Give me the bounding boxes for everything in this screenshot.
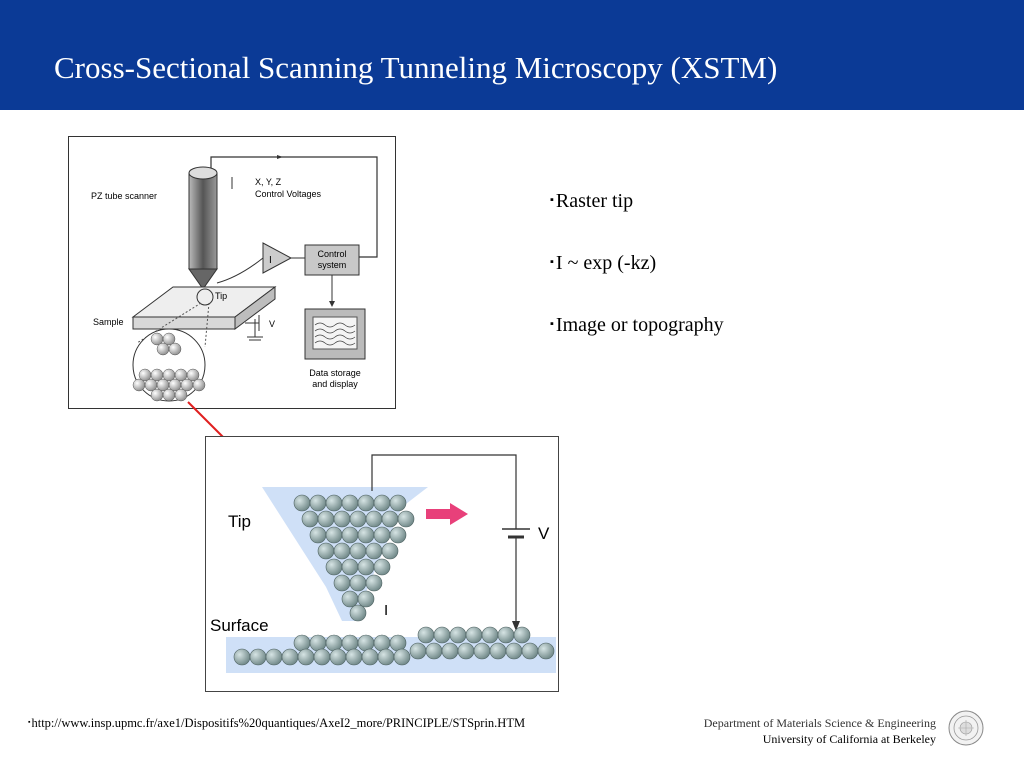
department-name: Department of Materials Science & Engine… [703, 716, 936, 730]
bullet-item: ▪Image or topography [550, 312, 970, 374]
bullet-text: Raster tip [555, 190, 634, 212]
source-url-text[interactable]: http://www.insp.upmc.fr/axe1/Dispositifs… [31, 716, 526, 730]
voltages-label-1: X, Y, Z [255, 177, 282, 187]
bullet-marker: ▪ [550, 318, 554, 330]
scanner-tip [188, 268, 218, 290]
amplifier-symbol [262, 242, 293, 274]
tip-surface-svg: V Tip Surface I [210, 454, 556, 673]
bias-label: V [269, 319, 275, 329]
stm-schematic-svg: PZ tube scanner X, Y, Z Control Voltages… [91, 155, 378, 402]
amplifier-label: I [269, 255, 272, 266]
wire-arrow [277, 155, 283, 159]
bullet-marker: ▪ [550, 256, 554, 268]
zoom-atoms [132, 332, 206, 402]
feedback-wire [210, 156, 378, 258]
tip-atoms [293, 494, 415, 622]
voltages-label-2: Control Voltages [255, 189, 322, 199]
scanner-label: PZ tube scanner [91, 191, 157, 201]
slide-title: Cross-Sectional Scanning Tunneling Micro… [54, 50, 778, 85]
storage-label-2: and display [312, 379, 358, 389]
title-bar: Cross-Sectional Scanning Tunneling Micro… [0, 0, 1024, 110]
sample-label: Sample [93, 317, 124, 327]
bullet-text: I ~ exp (-kz) [555, 252, 657, 274]
tip-label-2: Tip [228, 512, 251, 531]
scan-direction-arrow [426, 509, 450, 519]
control-label-1: Control [317, 249, 346, 259]
surface-atoms [233, 626, 555, 666]
bullet-item: ▪Raster tip [550, 188, 970, 250]
pz-tube-scanner [188, 172, 218, 270]
bullet-marker: ▪ [28, 718, 31, 726]
circuit-wire [371, 454, 517, 529]
tip-surface-figure: V Tip Surface I [205, 436, 559, 692]
bullet-list: ▪Raster tip ▪I ~ exp (-kz) ▪Image or top… [550, 188, 970, 374]
tip-label: Tip [215, 291, 227, 301]
current-label: I [384, 602, 388, 619]
university-seal-icon [948, 710, 984, 746]
stm-schematic-figure: PZ tube scanner X, Y, Z Control Voltages… [68, 136, 396, 409]
surface-label: Surface [210, 616, 269, 635]
storage-label-1: Data storage [309, 368, 361, 378]
footer-affiliation: Department of Materials Science & Engine… [704, 715, 936, 747]
control-label-2: system [318, 260, 347, 270]
voltage-label: V [538, 524, 550, 543]
university-name: University of California at Berkeley [762, 732, 936, 746]
bullet-text: Image or topography [555, 314, 724, 336]
bullet-item: ▪I ~ exp (-kz) [550, 250, 970, 312]
source-link[interactable]: ▪http://www.insp.upmc.fr/axe1/Dispositif… [28, 716, 525, 731]
bullet-marker: ▪ [550, 194, 554, 206]
